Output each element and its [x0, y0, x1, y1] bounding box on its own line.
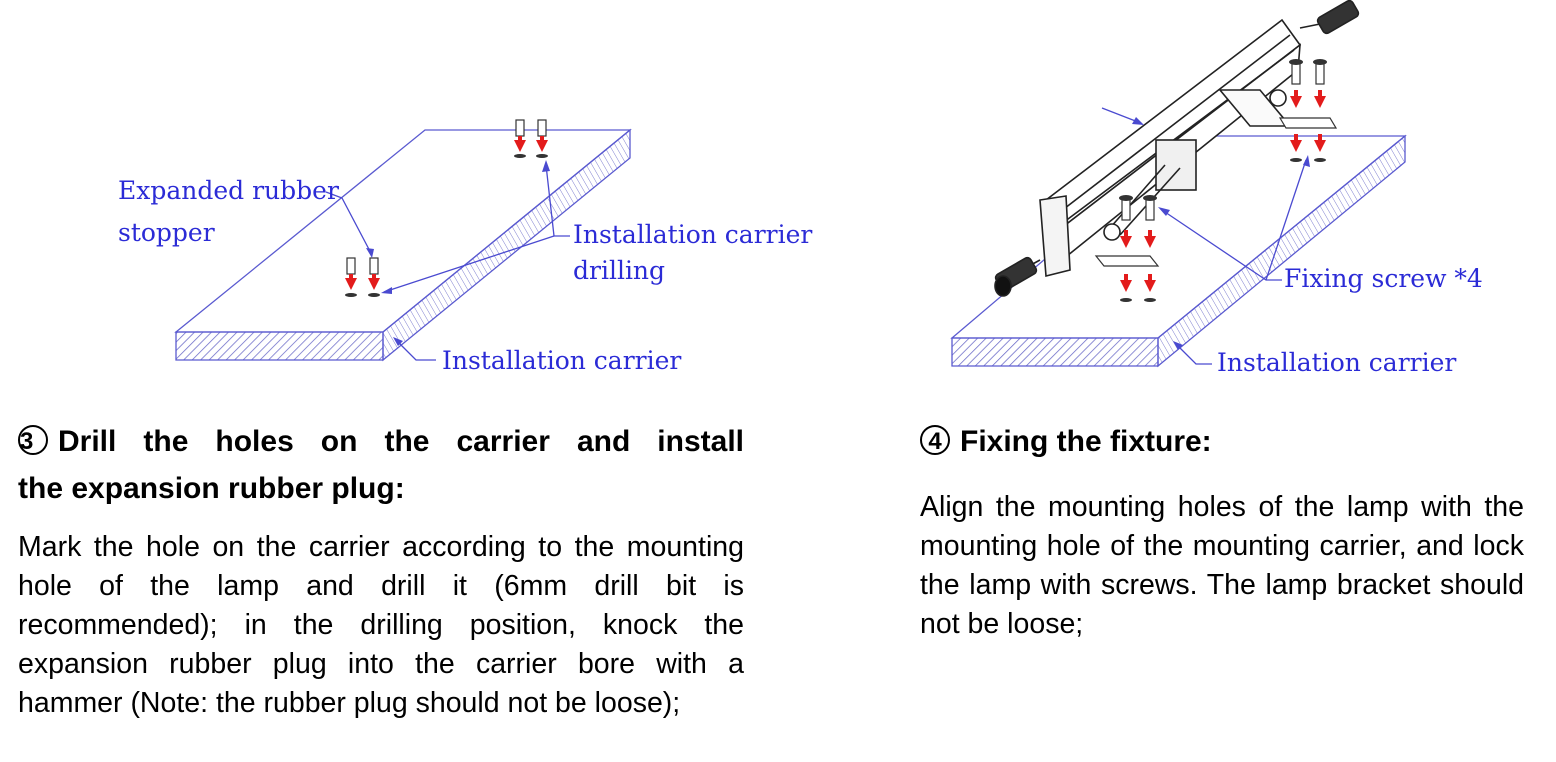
- step3-heading-line1: Drill the holes on the carrier and insta…: [58, 425, 744, 458]
- label-expanded-rubber-stopper-line1: Expanded rubber: [118, 176, 339, 205]
- rubber-plug-top-pair: [514, 119, 548, 158]
- label-installation-carrier-left: Installation carrier: [442, 346, 682, 375]
- figure-fixing-diagram: [950, 0, 1407, 368]
- label-installation-carrier-drilling-line1: Installation carrier: [573, 220, 813, 249]
- leader-arrowheads-right: [1132, 117, 1310, 350]
- step3-body: Mark the hole on the carrier according t…: [18, 531, 744, 719]
- step4-heading-text: Fixing the fixture:: [960, 425, 1212, 458]
- step3-number-badge: 3: [18, 425, 48, 455]
- leader-lines-right: [1101, 107, 1307, 365]
- label-installation-carrier-right: Installation carrier: [1217, 348, 1457, 377]
- label-fixing-screw: Fixing screw *4: [1284, 264, 1483, 293]
- step3-heading-line2: the expansion rubber plug:: [18, 472, 405, 505]
- fixing-screws-bottom: [1094, 195, 1160, 302]
- rubber-plug-bottom-pair: [345, 257, 380, 297]
- step3-heading: 3 Drill the holes on the carrier and inst…: [18, 418, 744, 512]
- leader-arrowheads-left: [366, 160, 550, 346]
- installation-carrier-board-right: [950, 134, 1407, 368]
- step4-number-badge: 4: [920, 425, 950, 455]
- installation-carrier-board: [174, 128, 632, 362]
- label-installation-carrier-drilling-line2: drilling: [573, 256, 666, 285]
- step4-heading: 4 Fixing the fixture:: [920, 418, 1524, 465]
- label-expanded-rubber-stopper-line2: stopper: [118, 218, 215, 247]
- leader-lines-left: [325, 164, 570, 361]
- figure-drilling-diagram: [174, 119, 632, 362]
- step4-body: Align the mounting holes of the lamp wit…: [920, 491, 1524, 640]
- fixing-screws-top: [1278, 59, 1338, 162]
